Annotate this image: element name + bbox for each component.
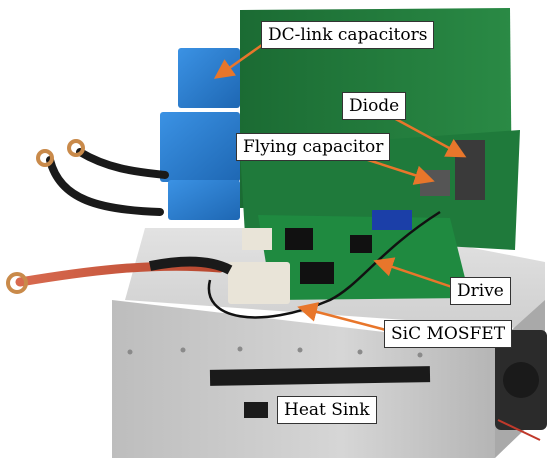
sic-mosfet-label: SiC MOSFET bbox=[384, 320, 513, 348]
driver-pcb bbox=[228, 210, 470, 304]
dc-link-capacitors bbox=[160, 48, 240, 220]
flying-capacitor-label: Flying capacitor bbox=[236, 133, 391, 161]
annotation-arrows bbox=[213, 43, 467, 332]
dc-link-capacitors-label: DC-link capacitors bbox=[261, 21, 435, 49]
cooling-fan bbox=[495, 330, 547, 441]
power-cables bbox=[6, 139, 441, 319]
diode-label: Diode bbox=[342, 92, 407, 120]
drive-label: Drive bbox=[450, 277, 511, 305]
heat-sink-label: Heat Sink bbox=[277, 396, 377, 424]
